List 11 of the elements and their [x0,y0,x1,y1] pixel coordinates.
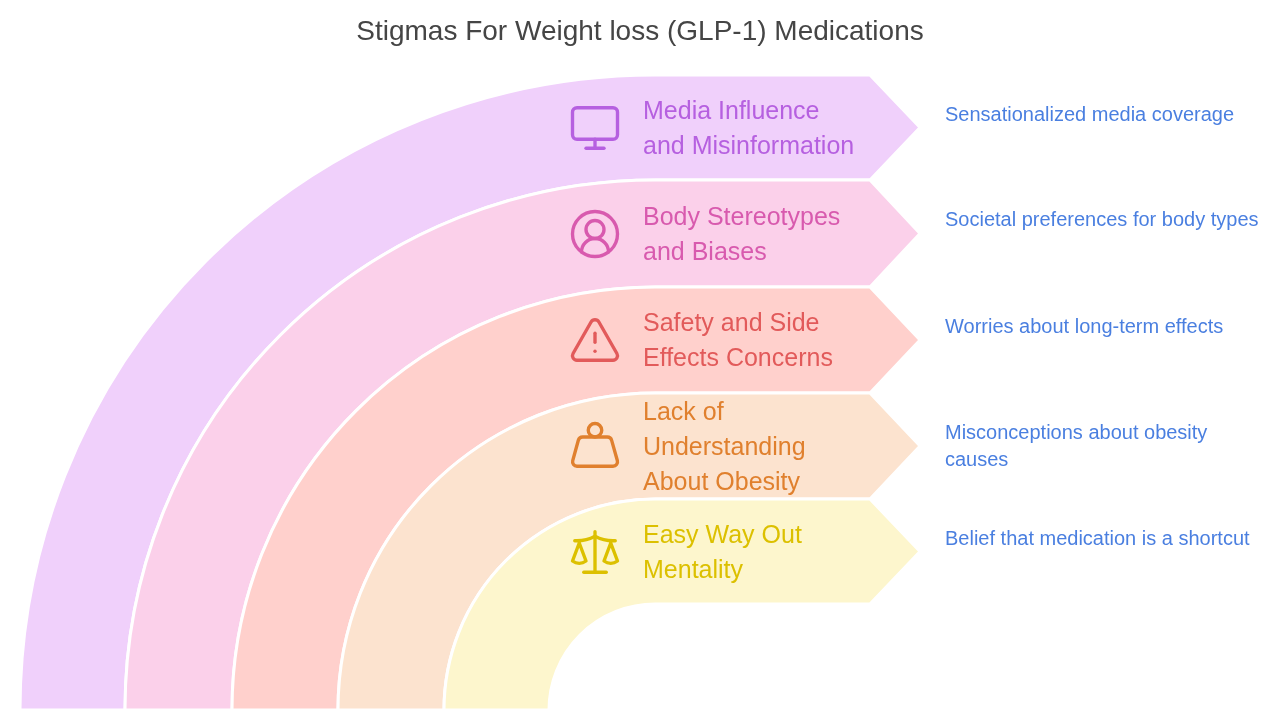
band-title: Easy Way Out Mentality [643,518,803,585]
description-text: Misconceptions about obesity causes [945,420,1209,472]
description-text: Belief that medication is a shortcut [945,526,1251,551]
band-title: Safety and Side Effects Concerns [643,307,834,373]
description-text: Societal preferences for body types [945,207,1260,232]
description-text: Sensationalized media coverage [945,102,1236,127]
diagram-title: Stigmas For Weight loss (GLP-1) Medications [356,14,924,48]
band-title: Lack of Understanding About Obesity [643,395,807,497]
description-text: Worries about long-term effects [945,314,1225,339]
band-title: Media Influence and Misinformation [643,94,856,161]
band-title: Body Stereotypes and Biases [643,200,842,267]
